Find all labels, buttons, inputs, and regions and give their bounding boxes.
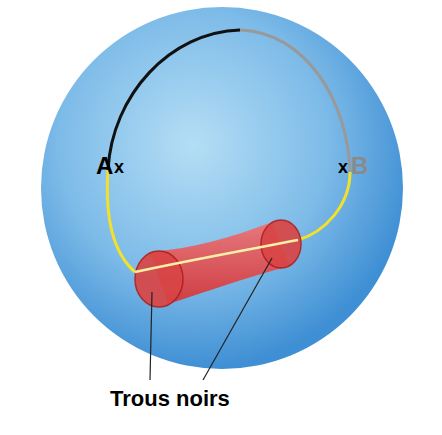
wormhole-path — [135, 240, 298, 272]
leader-line — [150, 292, 152, 380]
black-hole-left — [135, 251, 183, 307]
path-lower-right — [298, 172, 350, 240]
point-marker: x — [114, 158, 124, 176]
caption-label: Trous noirs — [110, 388, 230, 410]
path-lower-left — [107, 170, 135, 272]
path-upper-right — [240, 30, 350, 172]
point-label: B — [351, 154, 368, 178]
path-upper-left — [108, 30, 240, 170]
universe-sphere — [41, 7, 403, 369]
point-marker: x — [338, 158, 348, 176]
point-label: A — [96, 154, 113, 178]
leader-line — [203, 258, 272, 380]
